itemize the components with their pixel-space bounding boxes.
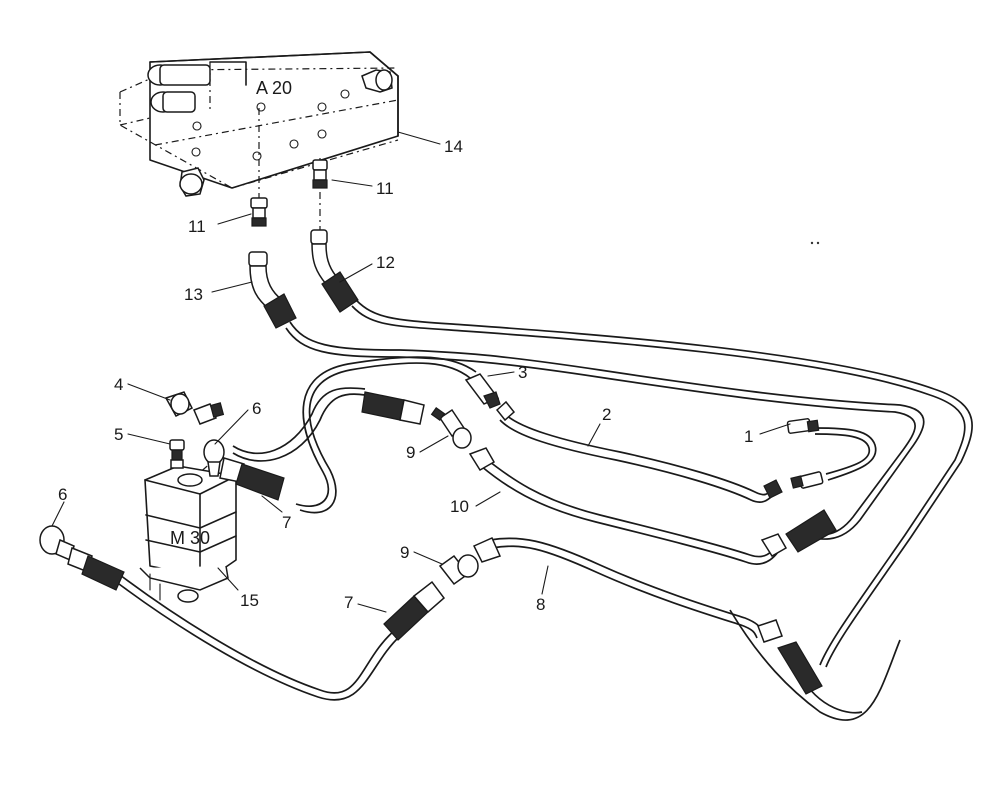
- adapter-11-left: [250, 197, 268, 227]
- callout-13: 13: [184, 285, 203, 304]
- callout-4: 4: [114, 375, 123, 394]
- callout-6-upper: 6: [252, 399, 261, 418]
- elbow-6-upper: [203, 439, 225, 477]
- callout-9-lower: 9: [400, 543, 409, 562]
- tube-2: [495, 400, 783, 503]
- callout-11-left: 11: [188, 217, 206, 236]
- callout-8: 8: [536, 595, 545, 614]
- plug-left: [179, 167, 205, 197]
- hose-7-end-upper: [361, 391, 425, 425]
- adapter-11-right: [312, 159, 328, 189]
- leader-lines: [51, 131, 791, 613]
- callout-6-left: 6: [58, 485, 67, 504]
- elbow-hose-12: [310, 229, 359, 313]
- elbow-6-left: [39, 525, 125, 591]
- adapter-9-lower: [438, 554, 479, 586]
- callout-5: 5: [114, 425, 123, 444]
- callout-14: 14: [444, 137, 463, 156]
- adapter-3: [464, 373, 501, 409]
- callout-7-lower: 7: [344, 593, 353, 612]
- tube-8: [472, 537, 823, 695]
- callout-15: 15: [240, 591, 259, 610]
- adapter-9-upper: [430, 407, 472, 449]
- valve-block-label: A 20: [256, 78, 292, 98]
- elbow-4: [164, 391, 194, 417]
- callout-9-upper: 9: [406, 443, 415, 462]
- callout-3: 3: [518, 363, 527, 382]
- fitting-1-bottom: [790, 471, 824, 489]
- hose-7-lower: [383, 580, 446, 641]
- callout-numbers: 14 11 11 12 13 3 4 6 5 2 1 9 10 6 7 15 9…: [58, 137, 753, 614]
- callout-10: 10: [450, 497, 469, 516]
- adapter-4-nut: [193, 402, 225, 425]
- motor-m30: M 30: [139, 465, 237, 603]
- speck: [816, 241, 820, 245]
- motor-label: M 30: [170, 528, 210, 548]
- callout-1: 1: [744, 427, 753, 446]
- bolt-holes: [191, 89, 350, 161]
- tube-10: [468, 447, 837, 565]
- callout-12: 12: [376, 253, 395, 272]
- callout-11-right: 11: [376, 179, 394, 198]
- hose-7-motor: [219, 457, 285, 501]
- hose-routes: [114, 299, 973, 721]
- callout-2: 2: [602, 405, 611, 424]
- adapter-5: [169, 439, 185, 469]
- fitting-1-top: [786, 418, 820, 434]
- speck: [810, 241, 814, 245]
- plug-right: [361, 69, 393, 93]
- elbow-hose-13: [248, 251, 297, 329]
- tube-1-bend: [786, 418, 877, 489]
- valve-block-a20: A 20: [119, 51, 399, 197]
- callout-7-upper: 7: [282, 513, 291, 532]
